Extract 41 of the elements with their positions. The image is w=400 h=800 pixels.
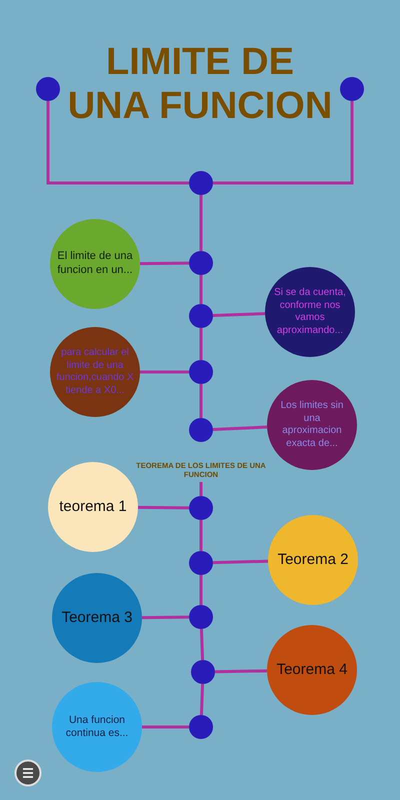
topic-text: Si se da cuenta, conforme nos vamos aproximando... xyxy=(273,287,347,337)
junction-dot xyxy=(189,304,213,328)
junction-dot xyxy=(189,605,213,629)
topic-text: teorema 1 xyxy=(59,498,127,516)
connector-line xyxy=(212,560,268,564)
topic-text: Teorema 2 xyxy=(278,550,348,570)
connector-line xyxy=(138,506,190,510)
connector-line xyxy=(200,520,202,551)
topic-text: Los limites sin una aproximacion exacta de... xyxy=(280,400,344,450)
connector-line xyxy=(46,101,189,184)
connector-line xyxy=(200,482,202,496)
junction-dot xyxy=(189,360,213,384)
topic-text: El limite de una funcion en un... xyxy=(56,250,134,278)
connector-line xyxy=(200,195,202,251)
connector-line xyxy=(140,370,189,374)
connector-line xyxy=(213,101,354,184)
junction-dot xyxy=(36,77,60,101)
junction-dot xyxy=(189,715,213,739)
topic-text: Teorema 3 xyxy=(62,608,132,628)
connector-line xyxy=(200,684,204,716)
connector-line xyxy=(212,312,266,318)
junction-dot xyxy=(189,251,213,275)
junction-dot xyxy=(191,660,215,684)
topic-text: Teorema 4 xyxy=(276,660,348,680)
connector-line xyxy=(200,275,202,304)
junction-dot xyxy=(340,77,364,101)
topic-text: para calcular el limite de una funcion,cuando X tiende a X0... xyxy=(56,347,134,397)
junction-dot xyxy=(189,418,213,442)
connector-line xyxy=(142,616,190,620)
junction-dot xyxy=(189,171,213,195)
junction-dot xyxy=(189,496,213,520)
connector-line xyxy=(200,575,202,605)
connector-line xyxy=(140,262,190,266)
junction-dot xyxy=(189,551,213,575)
connector-line xyxy=(212,426,268,431)
connector-line xyxy=(200,628,204,660)
topic-text: Una funcion continua es... xyxy=(64,714,130,740)
connector-line xyxy=(214,669,268,674)
connector-line xyxy=(200,384,202,418)
title: LIMITE DE UNA FUNCION xyxy=(66,40,334,128)
connector-line xyxy=(200,328,202,360)
